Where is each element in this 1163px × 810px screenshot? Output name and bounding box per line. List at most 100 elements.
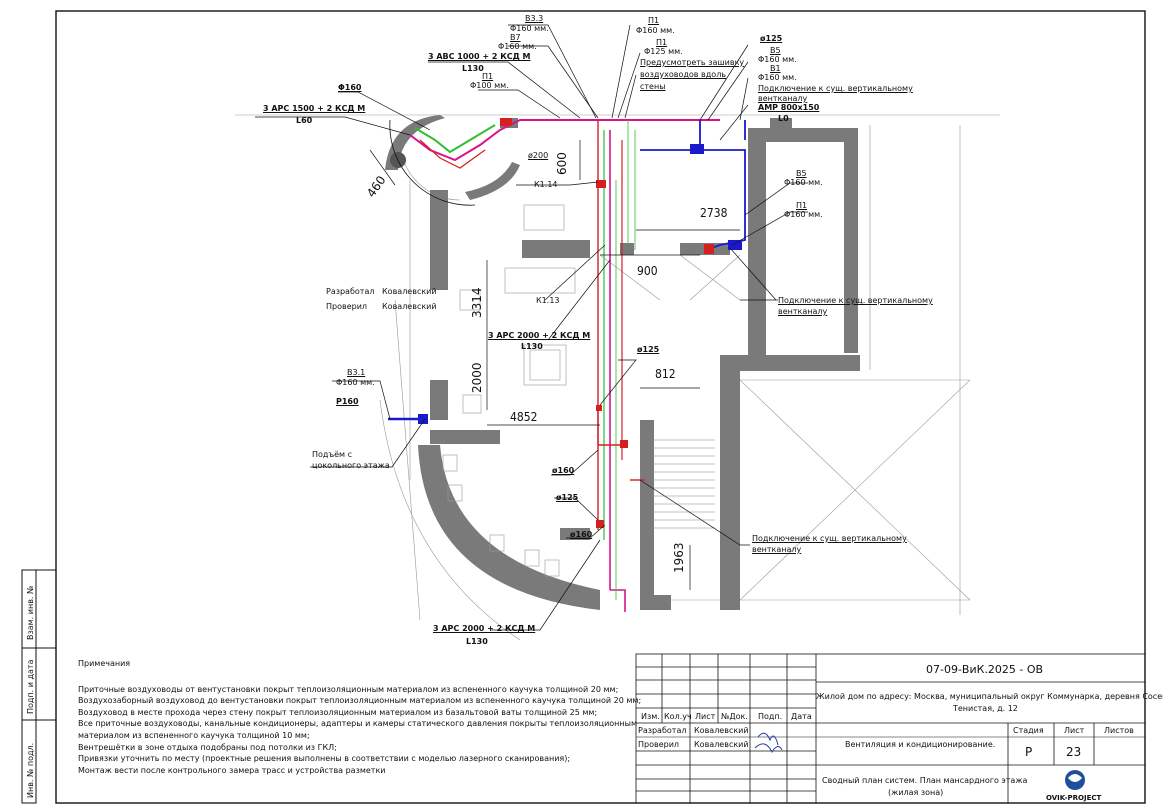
dim-4852: 4852: [510, 410, 538, 424]
label-conn3-a: Подключение к сущ. вертикальному: [752, 534, 907, 543]
label-arc-1500: 3 АРС 1500 + 2 КСД М: [263, 104, 366, 113]
note-sew-1: Предусмотреть зашивку: [640, 58, 745, 67]
label-p1-right-diam: Φ160 мм.: [784, 210, 823, 219]
label-p1-top: П1: [482, 72, 494, 81]
signature-mark: [754, 743, 783, 754]
dim-900: 900: [637, 264, 658, 278]
label-conn2-a: Подключение к сущ. вертикальному: [778, 296, 933, 305]
label-conn1-b: вентканалу: [758, 94, 808, 103]
label-l0: L0: [778, 114, 789, 123]
tb-drawing-1: Сводный план систем. План мансардного эт…: [822, 776, 1028, 785]
dimension-lines: [369, 140, 740, 590]
label-b1: В1: [770, 64, 781, 73]
note-line: Все приточные воздуховоды, канальные кон…: [78, 719, 637, 729]
label-p1-a: П1: [648, 16, 660, 25]
staircase: [645, 439, 715, 529]
tb-hdr-ndok: №Док.: [721, 712, 748, 721]
label-d125-b: ø125: [556, 493, 579, 502]
tb-logo-text: OVIK-PROJECT: [1046, 794, 1102, 802]
label-b31: В3.1: [347, 368, 366, 377]
leader-lines: [255, 24, 808, 631]
label-b1-diam: Φ160 мм.: [758, 73, 797, 82]
label-conn1-a: Подключение к сущ. вертикальному: [758, 84, 913, 93]
tb-sheets-header: Листов: [1104, 726, 1134, 735]
label-abc-l130: L130: [462, 64, 484, 73]
label-arc-2000-a-l130: L130: [521, 342, 543, 351]
label-arc-2000-b-l130: L130: [466, 637, 488, 646]
note-line: Монтаж вести после контрольного замера т…: [78, 765, 386, 775]
dim-812: 812: [655, 367, 676, 381]
label-b33-diam: Φ160 мм.: [510, 24, 549, 33]
sheet-frame: [55, 10, 1146, 804]
notes-block: Примечания Приточные воздуховоды от вент…: [78, 658, 642, 776]
label-d125-mid: ø125: [637, 345, 660, 354]
exhaust-grilles: [418, 144, 742, 424]
label-d125-top: ø125: [760, 34, 783, 43]
note-line: материалом из вспененного каучука толщин…: [78, 730, 310, 740]
label-phi160: Φ160: [338, 83, 362, 92]
dim-2738: 2738: [700, 206, 728, 220]
label-p1-b: П1: [656, 38, 668, 47]
walls: [385, 115, 860, 610]
tb-address-2: Тенистая, д. 12: [953, 704, 1018, 713]
tb-sheet-header: Лист: [1064, 726, 1085, 735]
label-b7-diam: Φ160 мм.: [498, 42, 537, 51]
note-sew-3: стены: [640, 82, 666, 91]
tb-hdr-list: Лист: [695, 712, 716, 721]
plan-chk-name: Ковалевский: [382, 302, 437, 311]
label-p1-a-diam: Φ160 мм.: [636, 26, 675, 35]
note-line: Воздуховод в месте прохода через стену п…: [78, 707, 598, 717]
label-k114: К1.14: [534, 180, 558, 189]
label-p160: Р160: [336, 397, 359, 406]
tb-dev-role: Разработал: [638, 726, 687, 735]
label-b5-right: В5: [796, 169, 807, 178]
tb-hdr-podp: Подп.: [758, 712, 783, 721]
note-sew-2: воздуховодов вдоль: [640, 70, 727, 79]
note-line: Привязки уточнить по месту (проектные ре…: [78, 754, 571, 764]
tb-dev-name: Ковалевский: [694, 726, 749, 735]
label-conn3-b: вентканалу: [752, 545, 802, 554]
tb-chk-name: Ковалевский: [694, 740, 749, 749]
tb-drawing-2: (жилая зона): [888, 788, 944, 797]
tb-code: 07-09-ВиК.2025 - ОВ: [926, 663, 1044, 676]
label-rise-1: Подъём с: [312, 450, 352, 459]
label-p1-b-diam: Φ125 мм.: [644, 47, 683, 56]
tb-stage-header: Стадия: [1013, 726, 1044, 735]
label-d200: ø200: [528, 151, 549, 160]
label-rise-2: цокольного этажа: [312, 461, 390, 470]
signature-mark: [757, 732, 779, 746]
label-arc-2000-a: 3 АРС 2000 + 2 КСД М: [488, 331, 591, 340]
tb-stage: Р: [1025, 745, 1033, 759]
label-conn2-b: вентканалу: [778, 307, 828, 316]
label-p1-top-diam: Φ100 мм.: [470, 81, 509, 90]
label-p1-right: П1: [796, 201, 808, 210]
supply-fittings: [500, 118, 714, 528]
label-b5-top: В5: [770, 46, 781, 55]
note-line: Вентрешётки в зоне отдыха подобраны под …: [78, 742, 337, 752]
tb-address-1: Жилой дом по адресу: Москва, муниципальн…: [816, 692, 1163, 701]
ovik-logo: [1065, 770, 1085, 790]
tb-hdr-kolych: Кол.уч: [664, 712, 692, 721]
tb-section: Вентиляция и кондиционирование.: [845, 740, 996, 749]
tb-hdr-izm: Изм.: [641, 712, 660, 721]
label-b33: В3.3: [525, 14, 544, 23]
label-b31-diam: Φ160 мм.: [336, 378, 375, 387]
label-arc-2000-b: 3 АРС 2000 + 2 КСД М: [433, 624, 536, 633]
plan-chk-role: Проверил: [326, 302, 368, 311]
tb-hdr-data: Дата: [791, 712, 812, 721]
label-b7: В7: [510, 33, 521, 42]
label-b5-top-diam: Φ160 мм.: [758, 55, 797, 64]
note-line: Воздухозаборный воздуховод до вентустано…: [78, 696, 642, 706]
note-line: Приточные воздуховоды от вентустановки п…: [78, 684, 619, 694]
ductwork: [388, 119, 746, 612]
label-abc-1000: 3 АВС 1000 + 2 КСД М: [428, 52, 531, 61]
label-b5-right-diam: Φ160 мм.: [784, 178, 823, 187]
label-d160-a: ø160: [552, 466, 575, 475]
tb-sheet: 23: [1066, 745, 1082, 759]
plan-dev-name: Ковалевский: [382, 287, 437, 296]
notes-title: Примечания: [78, 659, 131, 668]
furniture: [442, 204, 576, 577]
